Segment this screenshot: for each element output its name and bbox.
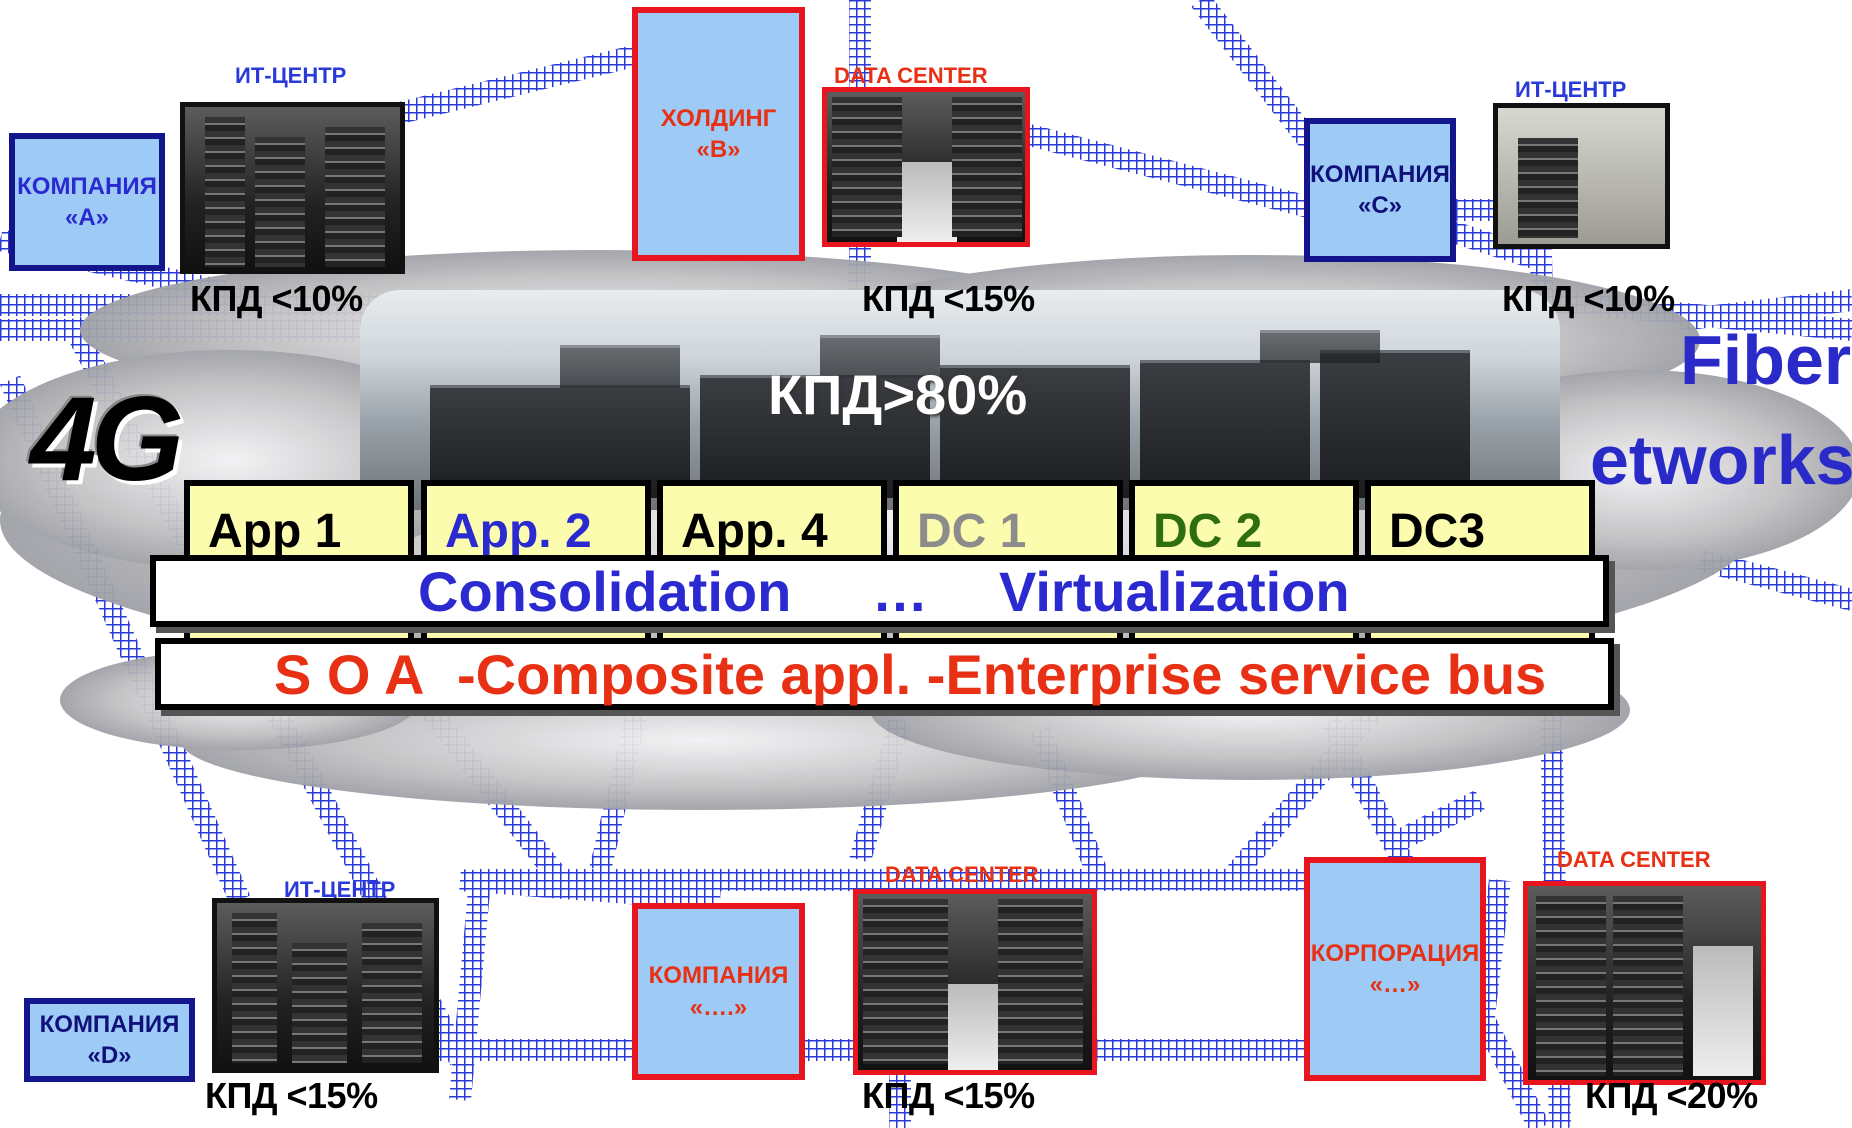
- app-cell-1-label: App 1: [208, 505, 342, 558]
- data-center-b-label: DATA CENTER: [834, 63, 988, 88]
- fiber-label: Fiber: [1680, 321, 1852, 399]
- efficiency-d: КПД <15%: [205, 1075, 378, 1116]
- consolidation-text: Consolidation: [418, 559, 792, 623]
- efficiency-b: КПД <15%: [862, 278, 1035, 319]
- it-center-a-label: ИТ-ЦЕНТР: [235, 63, 347, 88]
- app-cell-2-label: App. 2: [445, 505, 592, 558]
- app-cell-4-label: App. 4: [681, 505, 828, 558]
- company-a-label: КОМПАНИЯ «А»: [17, 172, 157, 231]
- holding-b-box: ХОЛДИНГ «В»: [632, 7, 805, 261]
- data-center-bottom-mid-label: DATA CENTER: [885, 862, 1039, 887]
- company-dots-box: КОМПАНИЯ «….»: [632, 903, 805, 1080]
- efficiency-bottom-right: КПД <20%: [1585, 1075, 1758, 1116]
- efficiency-c: КПД <10%: [1502, 278, 1675, 319]
- ellipsis-text: …: [872, 559, 928, 623]
- soa-bar: S O A -Composite appl. -Enterprise servi…: [155, 638, 1614, 710]
- company-dots-label: КОМПАНИЯ «….»: [648, 962, 789, 1021]
- corporation-box: КОРПОРАЦИЯ «…»: [1304, 857, 1486, 1081]
- composite-text: -Composite appl. -Enterprise service bus: [457, 642, 1547, 706]
- efficiency-a: КПД <10%: [190, 278, 363, 319]
- company-d-box: КОМПАНИЯ «D»: [24, 998, 195, 1082]
- dc-cell-2-label: DC 2: [1153, 505, 1263, 558]
- holding-b-label: ХОЛДИНГ «В»: [660, 104, 777, 163]
- company-c-label: КОМПАНИЯ «С»: [1310, 160, 1450, 219]
- central-datacenter-photo: [360, 290, 1560, 510]
- company-a-box: КОМПАНИЯ «А»: [9, 133, 165, 271]
- efficiency-bottom-mid: КПД <15%: [862, 1075, 1035, 1116]
- data-center-bottom-mid-photo: [853, 889, 1097, 1075]
- it-center-a-photo: [180, 102, 405, 274]
- virtualization-text: Virtualization: [999, 559, 1350, 623]
- company-c-box: КОМПАНИЯ «С»: [1304, 118, 1456, 262]
- 4g-label: 4G: [30, 372, 184, 506]
- data-center-bottom-right-photo: [1523, 881, 1766, 1085]
- it-center-c-photo: [1493, 103, 1670, 249]
- networks-label: etworks: [1590, 421, 1852, 499]
- consolidation-bar: Consolidation … Virtualization: [150, 555, 1609, 627]
- company-d-label: КОМПАНИЯ «D»: [39, 1010, 180, 1069]
- soa-text: S O A: [274, 642, 425, 706]
- dc-cell-3-label: DC3: [1389, 505, 1486, 558]
- it-center-d-label: ИТ-ЦЕНТР: [284, 877, 396, 902]
- it-center-c-label: ИТ-ЦЕНТР: [1515, 77, 1627, 102]
- it-center-d-photo: [212, 898, 439, 1073]
- central-efficiency: КПД>80%: [768, 363, 1028, 426]
- corporation-label: КОРПОРАЦИЯ «…»: [1310, 939, 1480, 998]
- data-center-bottom-right-label: DATA CENTER: [1557, 847, 1711, 872]
- dc-cell-1-label: DC 1: [917, 505, 1027, 558]
- data-center-b-photo: [822, 87, 1030, 247]
